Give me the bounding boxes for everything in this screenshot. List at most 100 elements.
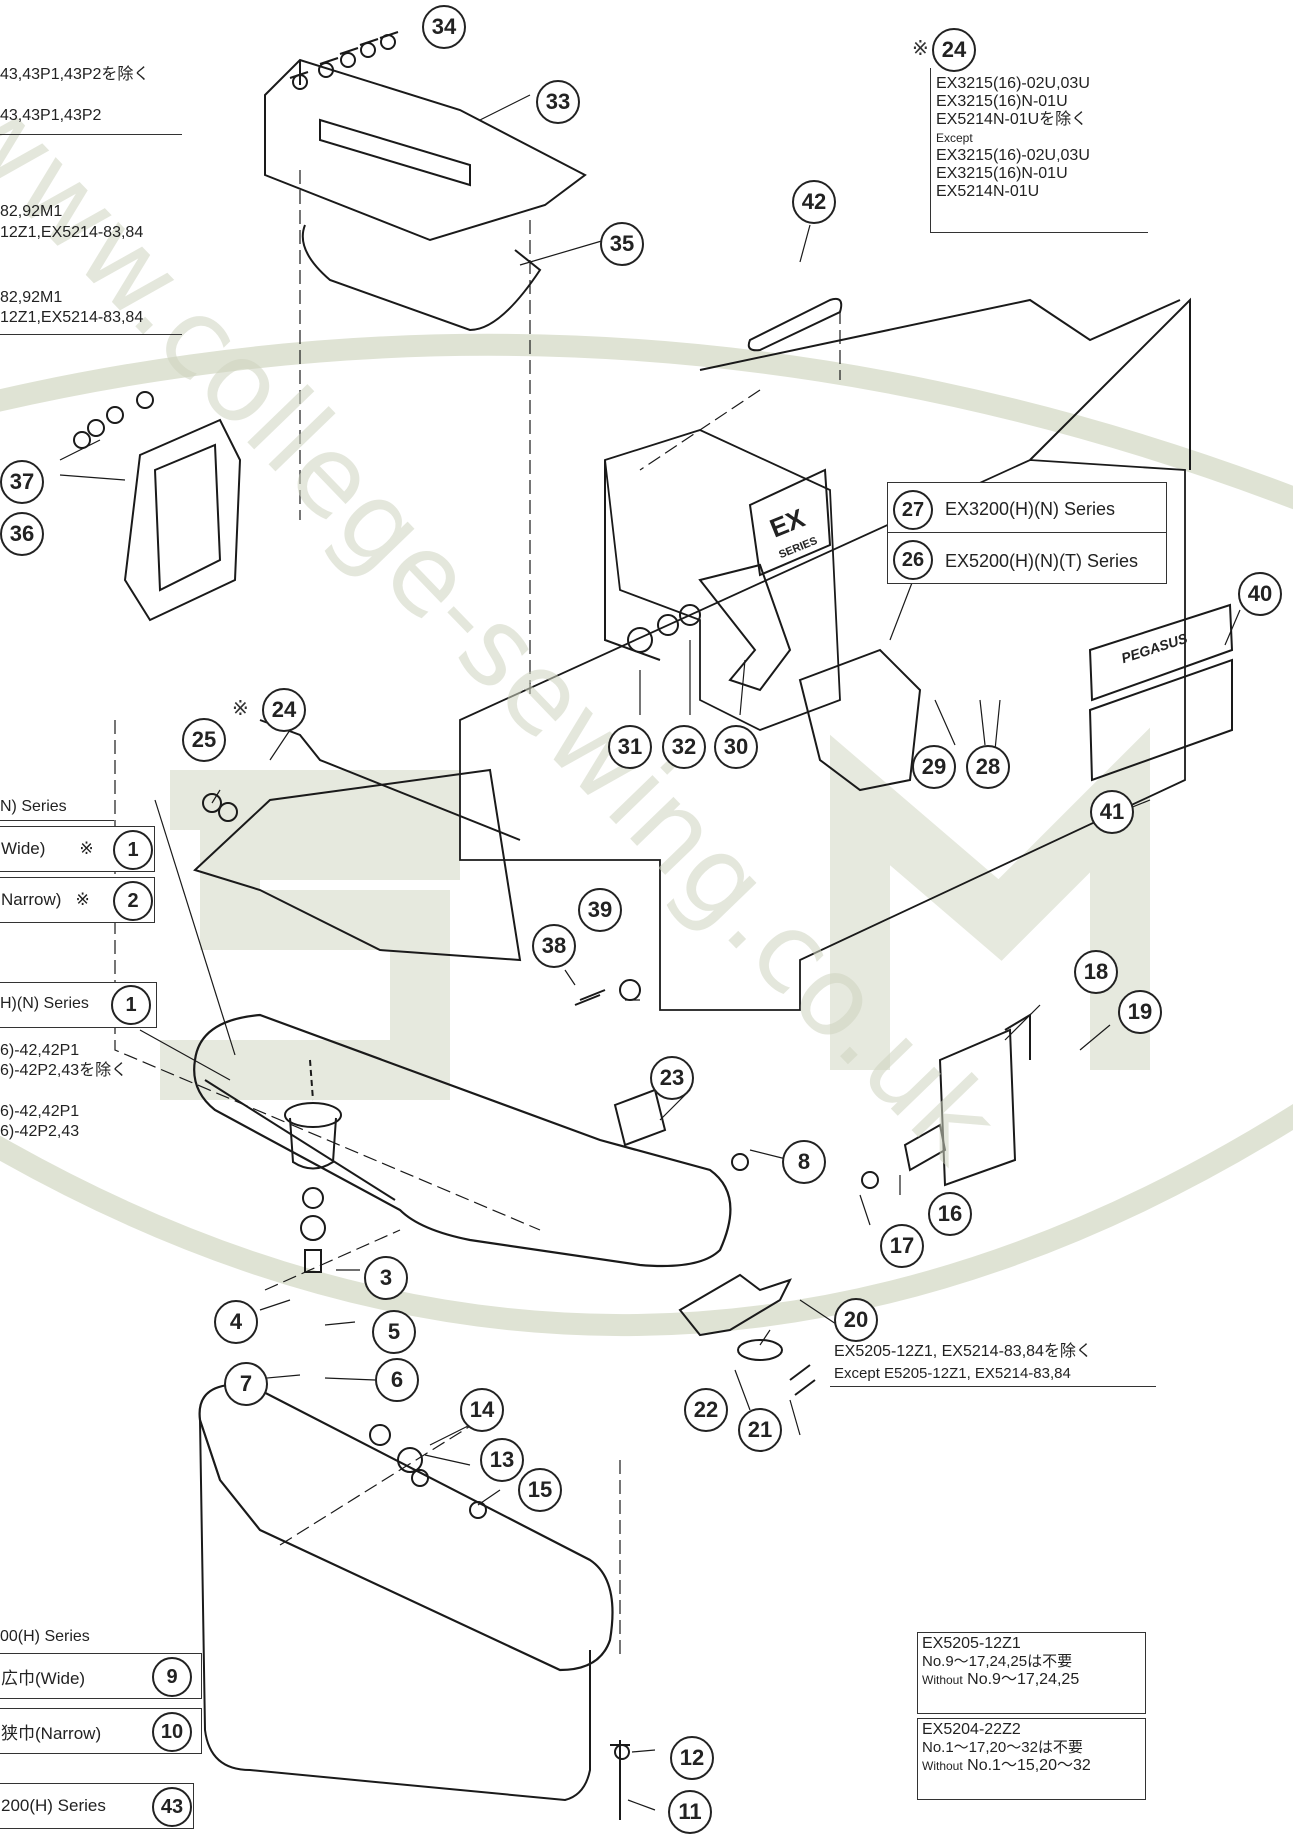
ex5204-en-text: No.1〜15,20〜32 bbox=[967, 1757, 1091, 1774]
callout-35: 35 bbox=[600, 222, 644, 266]
watermark-arc bbox=[0, 1103, 1293, 1337]
callout-27: 27 bbox=[893, 490, 933, 530]
watermark-arc bbox=[0, 333, 1293, 510]
left-mid2-l2: 6)-42P2,43を除く bbox=[0, 1062, 128, 1079]
callout-29: 29 bbox=[912, 745, 956, 789]
divider bbox=[0, 134, 182, 135]
machine-head bbox=[604, 429, 841, 731]
callout-41: 41 bbox=[1090, 790, 1134, 834]
part-42-plate bbox=[747, 297, 843, 352]
note-20-line1: EX5205-12Z1, EX5214-83,84を除く bbox=[834, 1343, 1092, 1360]
callout-17: 17 bbox=[880, 1224, 924, 1268]
note-top-left-3: 82,92M1 bbox=[0, 203, 63, 220]
callout-20: 20 bbox=[834, 1298, 878, 1342]
note-24-except-line: EX3215(16)N-01U bbox=[936, 165, 1068, 182]
series-box-27-26 bbox=[887, 482, 1167, 584]
left-series-2-label: H)(N) Series bbox=[0, 995, 89, 1012]
note-24-except-line: EX5214N-01U bbox=[936, 183, 1040, 200]
divider bbox=[0, 334, 182, 335]
row-label: 200(H) Series bbox=[1, 1796, 106, 1815]
callout-11: 11 bbox=[668, 1790, 712, 1834]
callout-40: 40 bbox=[1238, 572, 1282, 616]
callout-14: 14 bbox=[460, 1388, 504, 1432]
series-27-label: EX3200(H)(N) Series bbox=[945, 499, 1116, 519]
part-20-lever bbox=[678, 1273, 792, 1337]
callout-10: 10 bbox=[152, 1712, 192, 1752]
callout-25: 25 bbox=[182, 718, 226, 762]
part-37-screws bbox=[73, 391, 154, 449]
row-label: 狭巾(Narrow) bbox=[1, 1723, 102, 1743]
callout-16: 16 bbox=[928, 1192, 972, 1236]
left-mid2-l3: 6)-42,42P1 bbox=[0, 1103, 80, 1120]
callout-31: 31 bbox=[608, 725, 652, 769]
part-24-guard bbox=[193, 768, 522, 962]
divider bbox=[887, 532, 1167, 533]
ex5205-jp: No.9〜17,24,25は不要 bbox=[922, 1653, 1073, 1670]
watermark-letters bbox=[160, 770, 460, 1100]
callout-4: 4 bbox=[214, 1300, 258, 1344]
callout-32: 32 bbox=[662, 725, 706, 769]
part-23-clamp bbox=[613, 1088, 667, 1147]
ex5205-model: EX5205-12Z1 bbox=[922, 1635, 1021, 1652]
note-24-line: EX3215(16)-02U,03U bbox=[936, 75, 1090, 92]
note-top-left-6: 12Z1,EX5214-83,84 bbox=[0, 309, 144, 326]
divider bbox=[930, 68, 931, 232]
callout-1-wide: 1 bbox=[113, 830, 153, 870]
part-26-cover bbox=[798, 648, 922, 792]
callout-24-note: 24 bbox=[932, 28, 976, 72]
callout-39: 39 bbox=[578, 888, 622, 932]
watermark-letters bbox=[830, 727, 1150, 1070]
row-label: 広巾(Wide) bbox=[1, 1668, 86, 1688]
note-20-line2: Except E5205-12Z1, EX5214-83,84 bbox=[834, 1365, 1071, 1382]
callout-23: 23 bbox=[650, 1056, 694, 1100]
bottom-series-label: 00(H) Series bbox=[0, 1628, 90, 1645]
left-mid2-l1: 6)-42,42P1 bbox=[0, 1042, 80, 1059]
without-label: Without bbox=[922, 1673, 963, 1687]
ex-series-badge bbox=[748, 468, 832, 577]
part-9-chip-tank bbox=[198, 1383, 614, 1672]
callout-3: 3 bbox=[364, 1256, 408, 1300]
part-35-gasket bbox=[301, 224, 542, 332]
mark: ※ bbox=[79, 839, 94, 858]
note-24-line: EX5214N-01Uを除く bbox=[936, 111, 1088, 128]
callout-24-mark: ※ bbox=[232, 698, 249, 720]
ex5205-en: Without No.9〜17,24,25 bbox=[922, 1671, 1145, 1689]
left-series-label: N) Series bbox=[0, 798, 67, 815]
note-top-left-2: 43,43P1,43P2 bbox=[0, 107, 102, 124]
callout-42: 42 bbox=[792, 180, 836, 224]
callout-5: 5 bbox=[372, 1310, 416, 1354]
note-24-except: Except bbox=[936, 131, 973, 145]
callout-6: 6 bbox=[375, 1358, 419, 1402]
note-ex5205-box: EX5205-12Z1 No.9〜17,24,25は不要 Without No.… bbox=[917, 1632, 1146, 1714]
callout-34: 34 bbox=[422, 5, 466, 49]
divider bbox=[930, 232, 1148, 233]
callout-24: 24 bbox=[262, 688, 306, 732]
callout-19: 19 bbox=[1118, 990, 1162, 1034]
part-11-screw bbox=[610, 1740, 630, 1820]
callout-21: 21 bbox=[738, 1408, 782, 1452]
part-3-knob bbox=[284, 1102, 342, 1170]
without-label: Without bbox=[922, 1759, 963, 1773]
part-1-chip-cover bbox=[193, 1013, 732, 1268]
ex5204-en: Without No.1〜15,20〜32 bbox=[922, 1757, 1145, 1775]
row-label: Wide) bbox=[1, 839, 46, 858]
series-26-label: EX5200(H)(N)(T) Series bbox=[945, 551, 1139, 571]
note-24-lines: EX3215(16)-02U,03U EX3215(16)N-01U EX521… bbox=[936, 75, 1090, 201]
part-30-link bbox=[698, 563, 792, 692]
ex5205-en-text: No.9〜17,24,25 bbox=[967, 1671, 1080, 1688]
callout-18: 18 bbox=[1074, 950, 1118, 994]
callout-2-narrow: 2 bbox=[113, 881, 153, 921]
divider bbox=[830, 1386, 1156, 1387]
ex5204-jp: No.1〜17,20〜32は不要 bbox=[922, 1739, 1083, 1756]
callout-43: 43 bbox=[152, 1787, 192, 1827]
callout-9: 9 bbox=[152, 1657, 192, 1697]
part-36-frame bbox=[123, 418, 242, 622]
callout-26: 26 bbox=[893, 540, 933, 580]
ex5204-model: EX5204-22Z2 bbox=[922, 1721, 1021, 1738]
note-top-left-1: 43,43P1,43P2を除く bbox=[0, 66, 150, 83]
part-40-nameplate bbox=[1088, 603, 1234, 782]
callout-36: 36 bbox=[0, 512, 44, 556]
divider bbox=[0, 820, 114, 821]
note-ex5204-box: EX5204-22Z2 No.1〜17,20〜32は不要 Without No.… bbox=[917, 1718, 1146, 1800]
